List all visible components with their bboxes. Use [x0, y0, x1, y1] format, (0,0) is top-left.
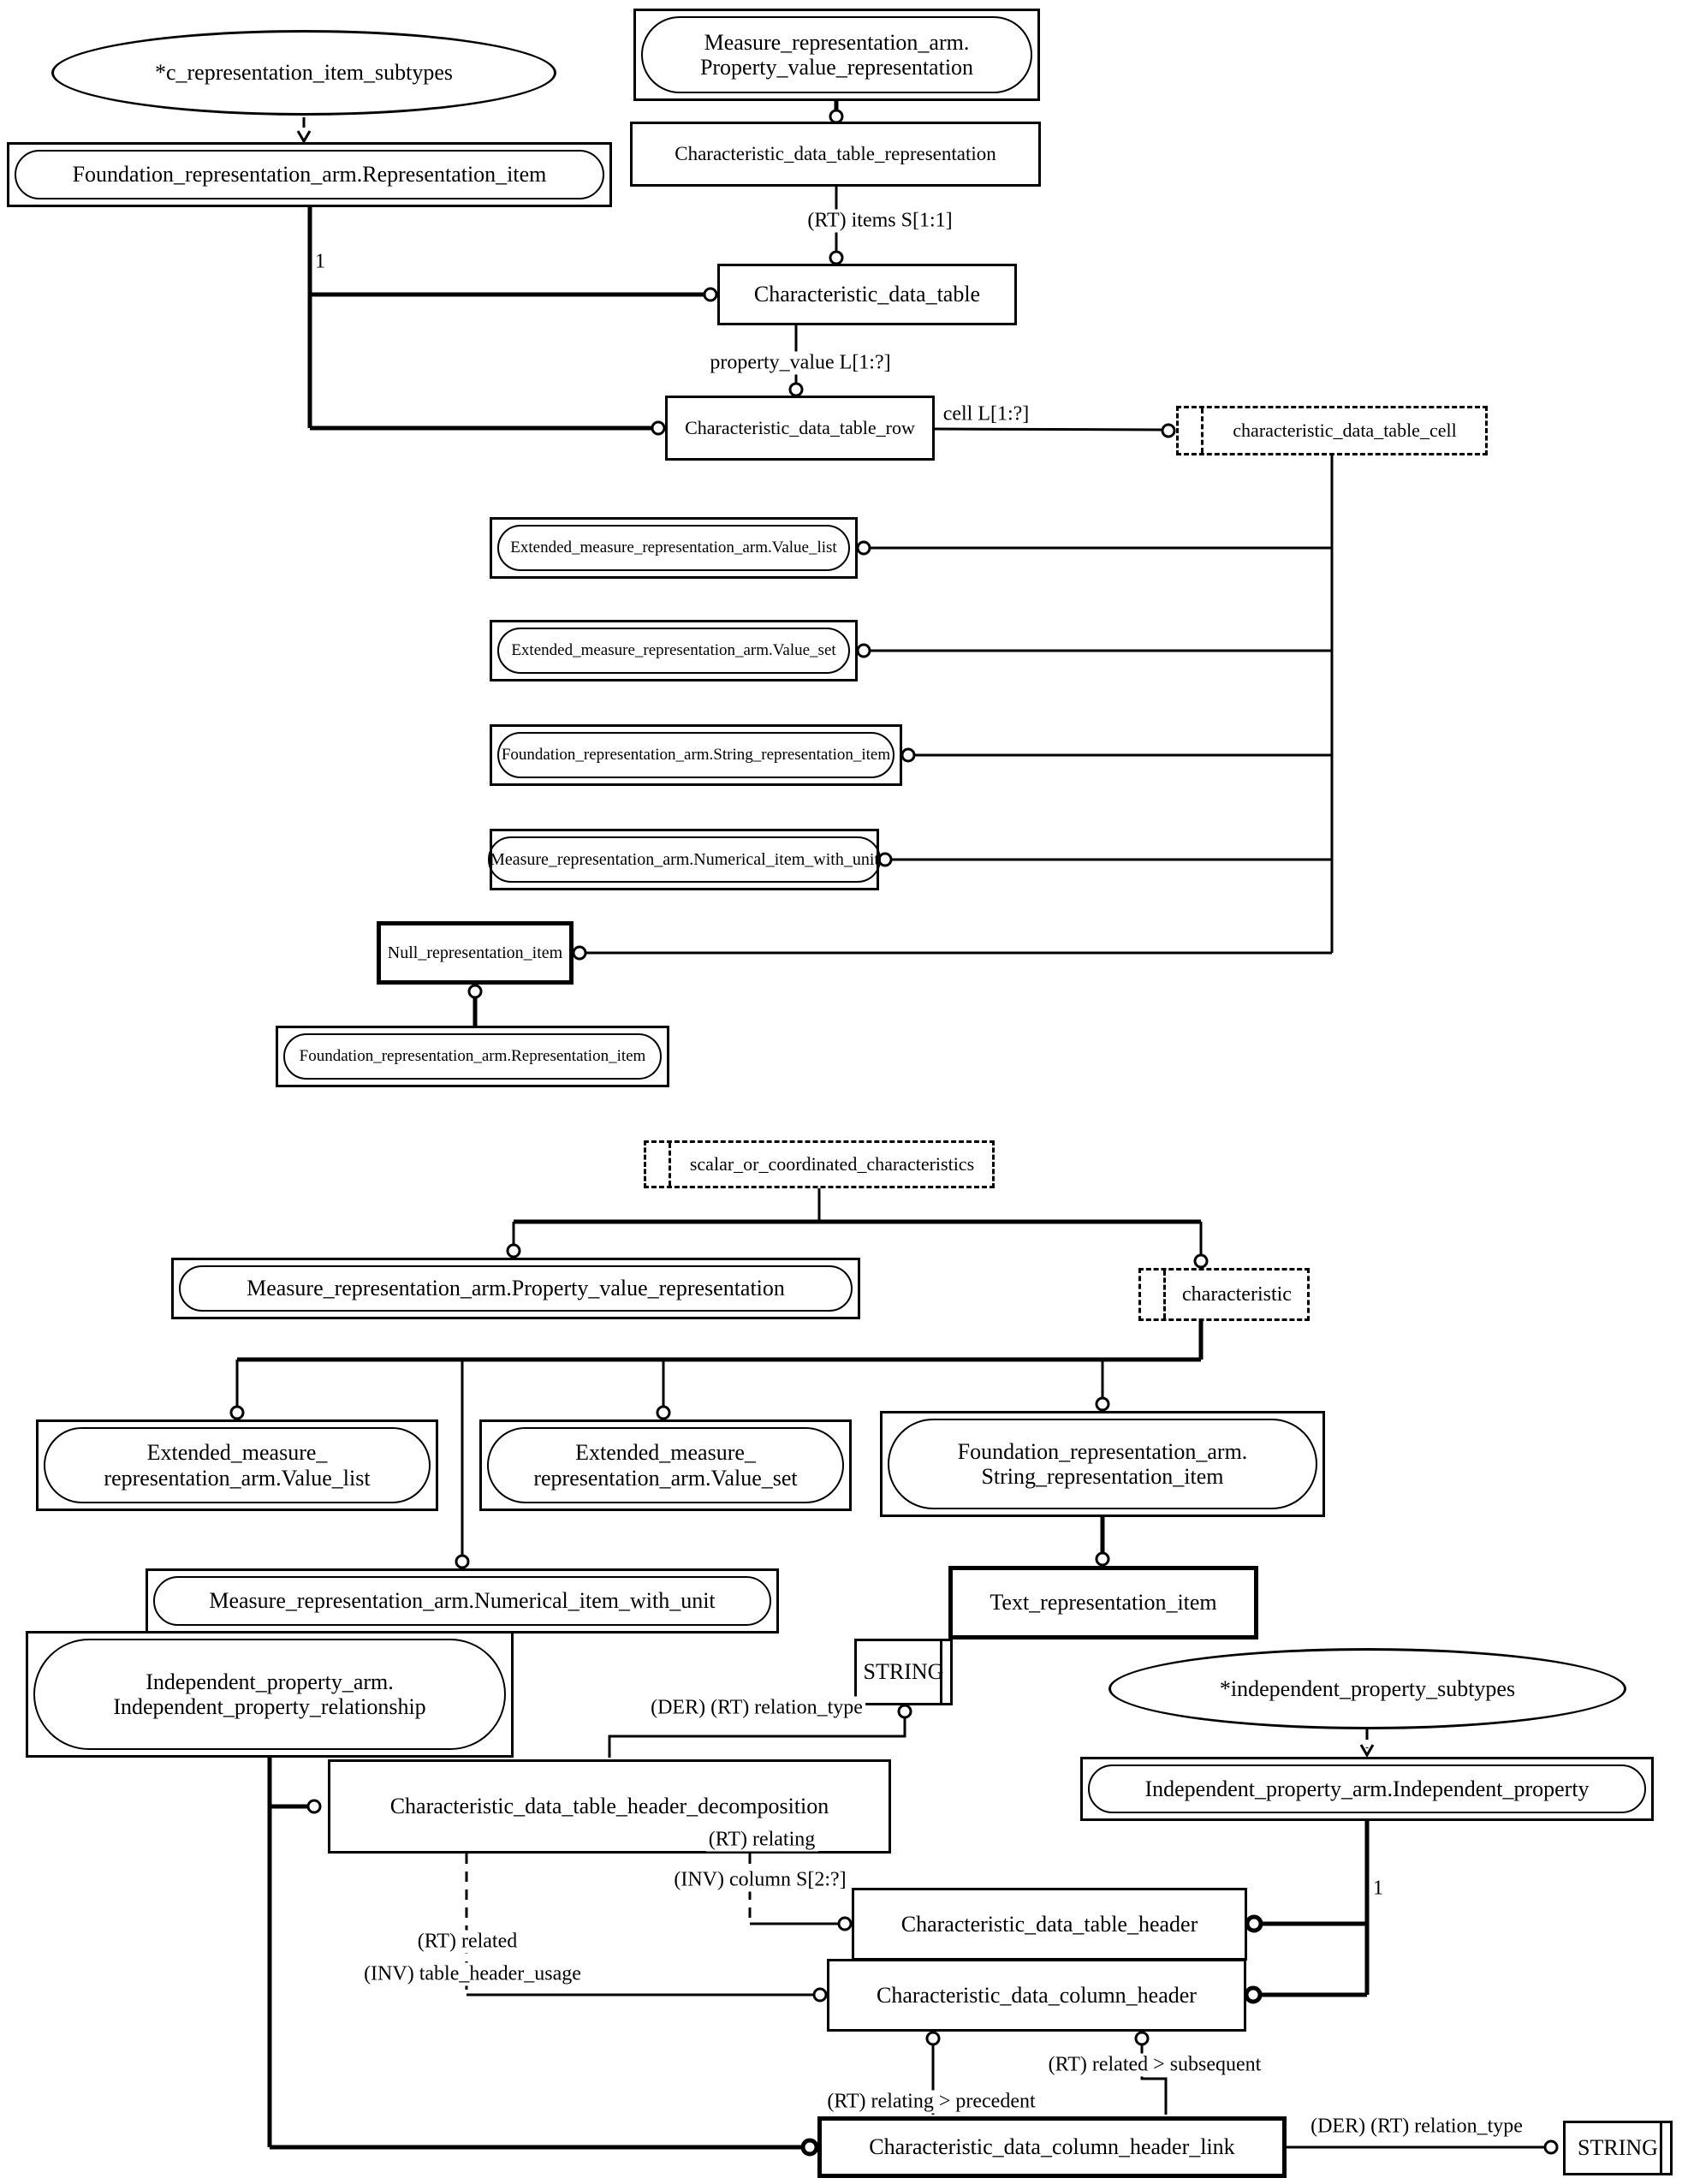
ref-foundation-representation-item-top: Foundation_representation_arm.Representa…: [7, 142, 612, 207]
edge-label-rt-related-subsequent: (RT) related > subsequent: [1045, 2053, 1264, 2077]
entity-characteristic-data-column-header-link: Characteristic_data_column_header_link: [817, 2116, 1287, 2178]
ref-string-representation-item-1: Foundation_representation_arm.String_rep…: [490, 724, 902, 786]
select-ellipse-c-representation-item-subtypes: *c_representation_item_subtypes: [51, 30, 556, 116]
ref-value-list-1: Extended_measure_representation_arm.Valu…: [490, 517, 858, 579]
ref-string-representation-item-2: Foundation_representation_arm. String_re…: [880, 1411, 1325, 1517]
edge-label-cardinality-one-bottom: 1: [1370, 1877, 1386, 1901]
ref-measure-property-value-representation: Measure_representation_arm. Property_val…: [633, 9, 1040, 101]
entity-characteristic-data-table-representation: Characteristic_data_table_representation: [630, 122, 1041, 187]
entity-characteristic-data-table-header: Characteristic_data_table_header: [852, 1888, 1247, 1961]
entity-text-representation-item: Text_representation_item: [948, 1566, 1258, 1639]
type-box-bar: [940, 1641, 942, 1703]
select-characteristic: characteristic: [1138, 1268, 1310, 1321]
ref-value-list-2: Extended_measure_ representation_arm.Val…: [36, 1419, 438, 1511]
edge-label-inv-column: (INV) column S[2:?]: [671, 1868, 849, 1892]
type-string-top: STRING: [854, 1639, 953, 1705]
entity-characteristic-data-table-row: Characteristic_data_table_row: [665, 396, 935, 461]
entity-null-representation-item: Null_representation_item: [377, 921, 574, 985]
select-box-divider: [669, 1143, 671, 1186]
edge-label-inv-table-header-usage: (INV) table_header_usage: [361, 1962, 584, 1986]
select-box-divider: [1201, 408, 1204, 453]
edge-label-property-value: property_value L[1:?]: [707, 351, 894, 375]
edge-label-rt-relating: (RT) relating: [705, 1828, 818, 1852]
type-string-bottom: STRING: [1563, 2121, 1673, 2175]
ref-measure-property-value-representation-2: Measure_representation_arm.Property_valu…: [171, 1258, 860, 1319]
ref-independent-property: Independent_property_arm.Independent_pro…: [1080, 1757, 1654, 1821]
select-scalar-or-coordinated-characteristics: scalar_or_coordinated_characteristics: [644, 1140, 995, 1188]
edge-label-rt-related: (RT) related: [414, 1930, 520, 1954]
select-box-divider: [1163, 1271, 1166, 1318]
ref-numerical-item-with-unit-2: Measure_representation_arm.Numerical_ite…: [146, 1568, 779, 1634]
edge-label-items: (RT) items S[1:1]: [805, 209, 955, 233]
entity-characteristic-data-column-header: Characteristic_data_column_header: [827, 1959, 1246, 2032]
select-ellipse-independent-property-subtypes: *independent_property_subtypes: [1108, 1648, 1626, 1729]
edge-label-der-relation-type-top: (DER) (RT) relation_type: [648, 1696, 865, 1720]
ref-independent-property-relationship: Independent_property_arm. Independent_pr…: [26, 1631, 514, 1758]
ref-value-set-1: Extended_measure_representation_arm.Valu…: [490, 620, 858, 681]
edge-label-cell: cell L[1:?]: [940, 402, 1032, 426]
ref-numerical-item-with-unit-1: Measure_representation_arm.Numerical_ite…: [488, 829, 881, 890]
edge-label-cardinality-one-top: 1: [312, 250, 328, 274]
ref-foundation-representation-item-bottom: Foundation_representation_arm.Representa…: [276, 1026, 669, 1087]
type-box-bar: [1660, 2123, 1662, 2173]
select-characteristic-data-table-cell: characteristic_data_table_cell: [1176, 406, 1488, 455]
ref-value-set-2: Extended_measure_ representation_arm.Val…: [479, 1419, 852, 1511]
edge-label-rt-relating-precedent: (RT) relating > precedent: [824, 2090, 1038, 2114]
edge-label-der-relation-type-bottom: (DER) (RT) relation_type: [1308, 2115, 1525, 2139]
entity-characteristic-data-table: Characteristic_data_table: [717, 264, 1017, 325]
